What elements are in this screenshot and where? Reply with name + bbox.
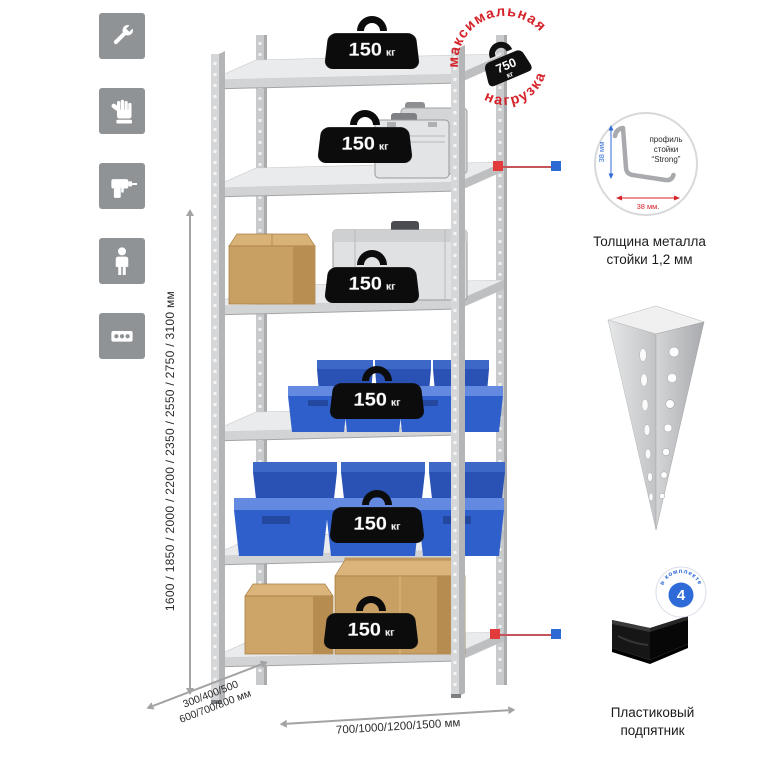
stamp-weight-icon: 750 кг: [485, 41, 532, 87]
wrench-icon: [99, 13, 145, 59]
callout-line-top: [503, 166, 553, 168]
weight-handle: [362, 366, 392, 381]
max-load-stamp: максимальная нагрузка 750 кг: [428, 0, 583, 140]
plastic-foot-image: [612, 616, 688, 664]
profile-cross-section: [612, 125, 676, 183]
height-dimension-line: [186, 209, 194, 695]
rack-front-posts: [211, 45, 465, 704]
profile-label-1: профиль: [649, 135, 682, 144]
profile-label-2: стойки: [654, 145, 678, 154]
weight-handle: [362, 490, 392, 505]
weight-unit: кг: [390, 397, 401, 409]
weight-value: 150: [340, 133, 376, 155]
tool-icon-column: [99, 13, 145, 359]
profile-label-3: “Strong”: [652, 155, 681, 164]
weight-unit: кг: [384, 627, 395, 639]
foot-caption: Пластиковый подпятник: [580, 704, 725, 739]
callout-blue-square-bottom: [551, 629, 561, 639]
foot-caption-line2: подпятник: [620, 722, 685, 738]
person-icon: [99, 238, 145, 284]
weight-value: 150: [347, 39, 383, 61]
profile-dim-horizontal: 38 мм.: [637, 202, 660, 211]
callout-red-square-bottom: [490, 629, 500, 639]
callout-line-bottom: [500, 634, 553, 636]
post-holes: [658, 346, 680, 500]
profile-caption: Толщина металла стойки 1,2 мм: [577, 233, 722, 268]
glove-icon: [99, 88, 145, 134]
weight-value: 150: [352, 389, 388, 411]
callout-red-square-top: [493, 161, 503, 171]
weight-value: 150: [346, 619, 382, 641]
height-dimension-label: 1600 / 1850 / 2000 / 2200 / 2350 / 2550 …: [163, 290, 177, 612]
drill-icon: [99, 163, 145, 209]
perforated-strip-icon: [99, 313, 145, 359]
cardboard-box-shelf3: [228, 233, 316, 305]
weight-handle: [356, 596, 386, 611]
callout-blue-square-top: [551, 161, 561, 171]
weight-unit: кг: [378, 141, 389, 153]
weight-unit: кг: [385, 47, 396, 59]
stamp-weight-unit: кг: [505, 69, 515, 80]
weight-handle: [357, 250, 387, 265]
profile-caption-line2: стойки 1,2 мм: [606, 251, 693, 267]
weight-handle: [350, 110, 380, 125]
weight-handle: [357, 16, 387, 31]
rack-back-posts: [256, 35, 507, 685]
weight-value: 150: [352, 513, 388, 535]
profile-caption-line1: Толщина металла: [593, 234, 706, 249]
profile-dim-vertical: 38 мм: [597, 142, 606, 163]
profile-detail-circle: 38 мм 38 мм. профиль стойки “Strong”: [594, 112, 698, 216]
badge-number: 4: [677, 587, 686, 604]
included-count-badge: в комплекте 4: [655, 566, 707, 623]
foot-caption-line1: Пластиковый: [610, 705, 695, 720]
weight-unit: кг: [385, 281, 396, 293]
width-dimension-label: 700/1000/1200/1500 мм: [335, 717, 461, 737]
weight-value: 150: [347, 273, 383, 295]
angle-post-image: [606, 305, 706, 531]
post-slots: [639, 348, 654, 502]
weight-unit: кг: [390, 521, 401, 533]
